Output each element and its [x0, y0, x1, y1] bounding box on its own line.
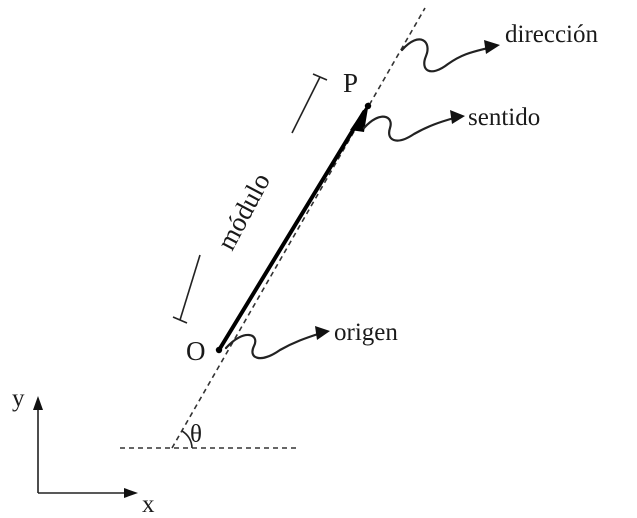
sense-label: sentido	[468, 104, 540, 131]
point-p-label: P	[343, 68, 358, 98]
vector-arrow-shaft	[217, 110, 366, 352]
direction-leader	[400, 38, 490, 73]
x-axis-label: x	[142, 491, 155, 518]
angle-label: θ	[190, 421, 202, 448]
origin-label: origen	[334, 319, 398, 346]
magnitude-bracket-upper	[291, 76, 321, 134]
x-axis-arrowhead	[124, 488, 138, 498]
sense-leader	[362, 115, 456, 142]
point-o-label: O	[186, 336, 206, 366]
direction-label: dirección	[505, 21, 599, 48]
direction-leader-arrowhead	[484, 40, 500, 54]
magnitude-label: módulo	[211, 168, 276, 255]
origin-point	[215, 346, 223, 354]
y-axis-label: y	[12, 385, 25, 412]
magnitude-bracket-cap-lower	[172, 316, 188, 324]
y-axis-arrowhead	[33, 396, 43, 410]
origin-leader	[224, 332, 320, 360]
direction-line	[171, 7, 426, 449]
sense-leader-arrowhead	[450, 110, 465, 124]
magnitude-bracket-lower	[179, 254, 201, 321]
vector-arrowhead	[350, 102, 369, 132]
magnitude-bracket-cap-upper	[312, 73, 328, 81]
end-point	[364, 102, 372, 110]
origin-leader-arrowhead	[315, 326, 330, 340]
angle-arc	[181, 430, 193, 449]
